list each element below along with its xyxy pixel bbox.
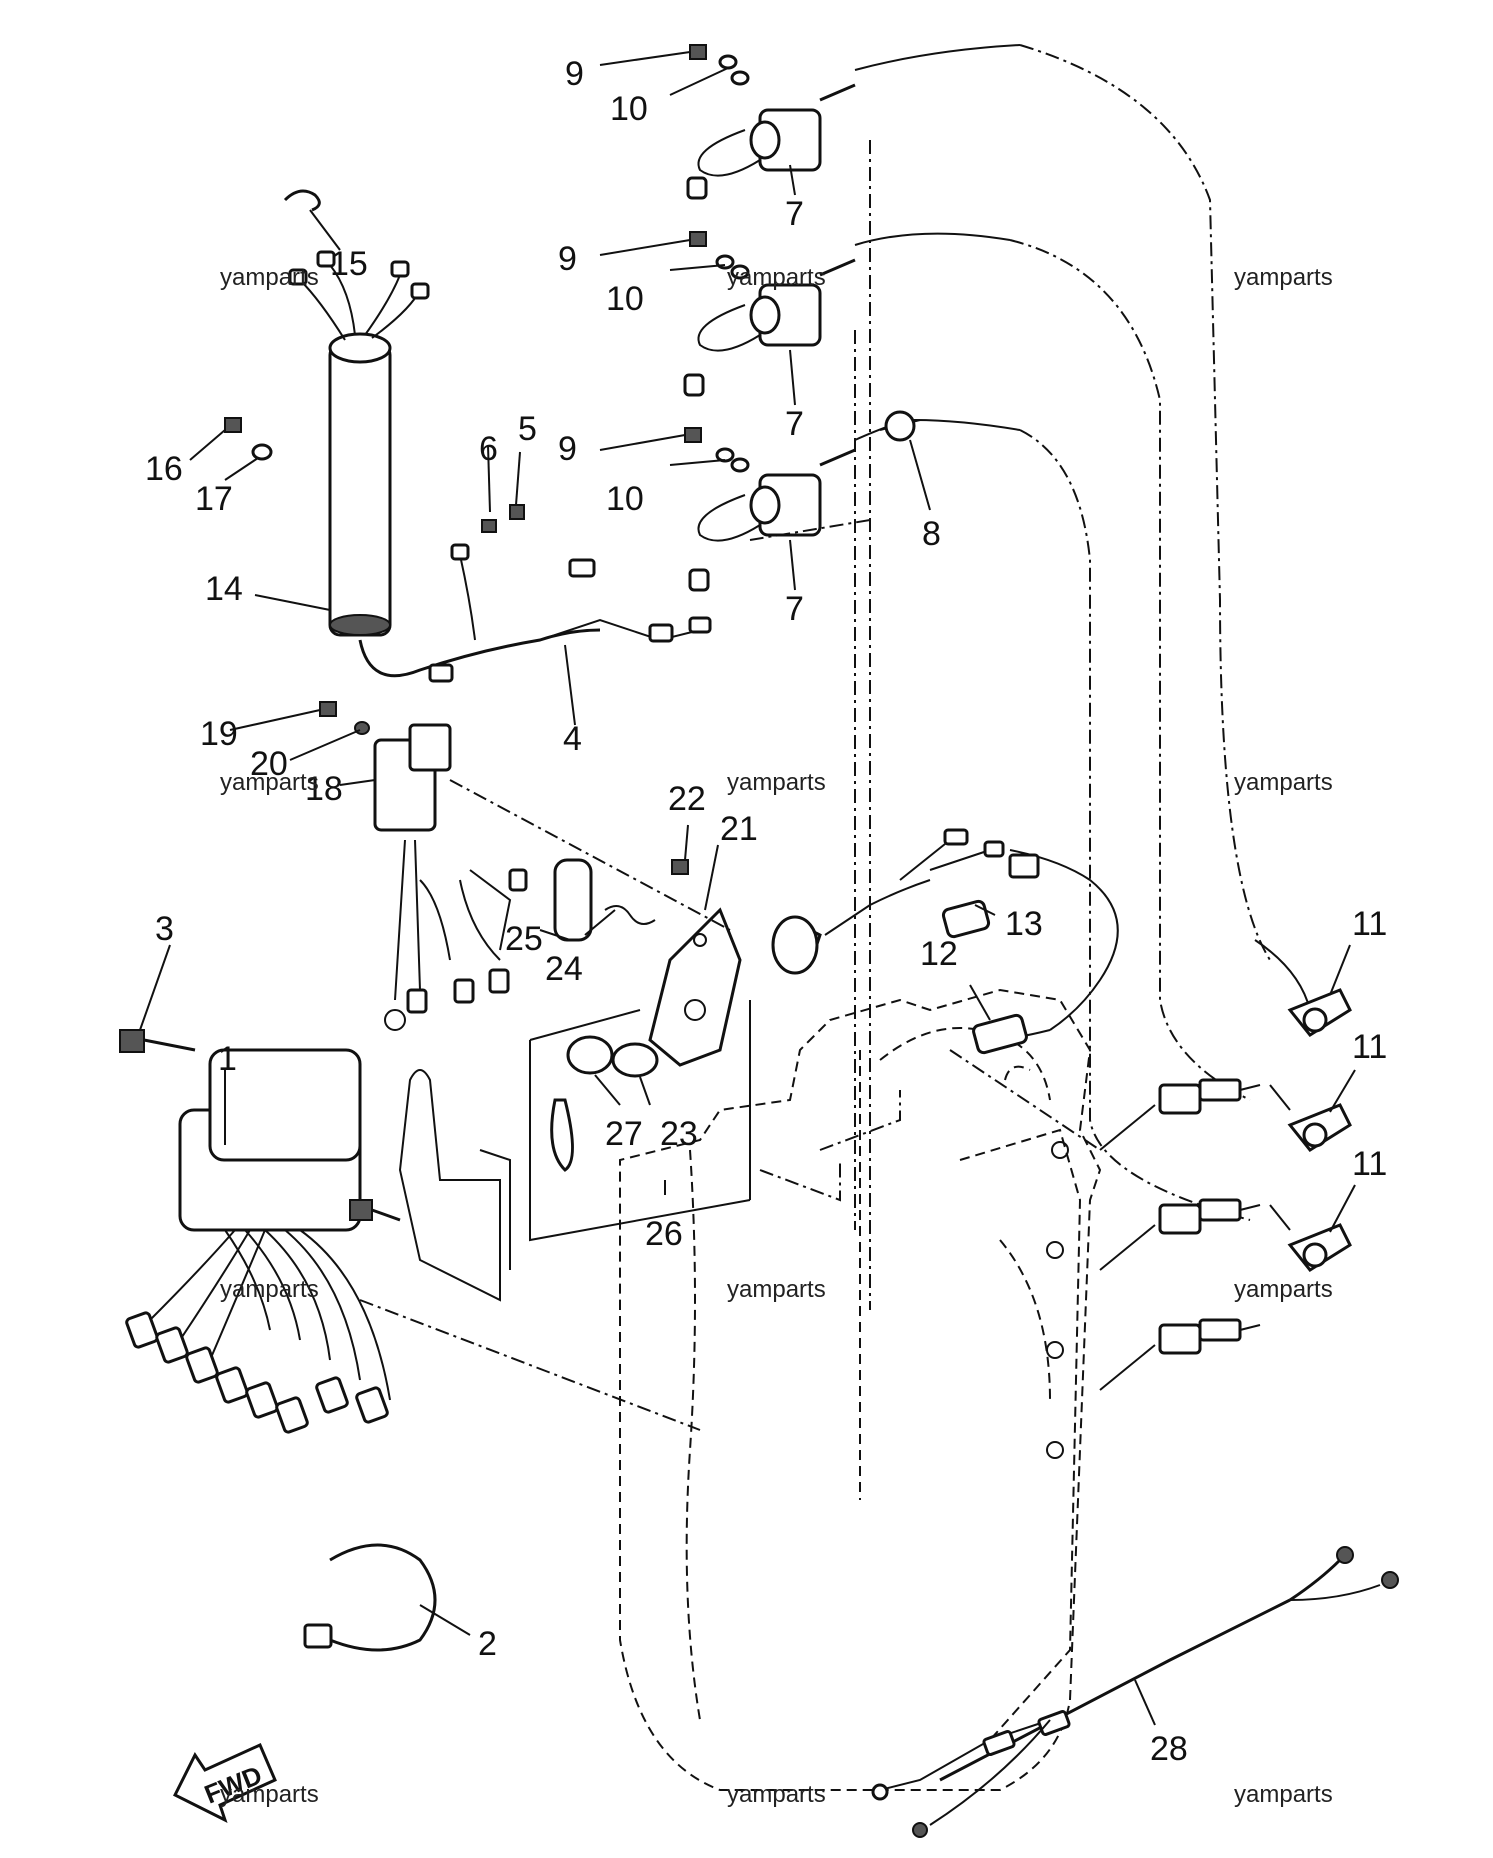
callout-5: 5 — [518, 410, 537, 448]
thermo-switch-12 — [972, 1013, 1028, 1055]
callout-25: 25 — [505, 920, 543, 958]
bolt-5 — [509, 504, 525, 520]
bolt-16 — [224, 417, 242, 433]
callout-28: 28 — [1150, 1730, 1188, 1768]
callout-3: 3 — [155, 910, 174, 948]
leader-lines — [359, 140, 1101, 1431]
rectifier-regulator — [373, 723, 528, 1031]
plug-caps — [1269, 988, 1352, 1272]
callout-9-bottom: 9 — [558, 430, 577, 468]
callout-leaders — [139, 51, 1356, 1726]
callout-4: 4 — [563, 720, 582, 758]
callout-19: 19 — [200, 715, 238, 753]
bolt-3 — [119, 1029, 196, 1053]
callout-24: 24 — [545, 950, 583, 988]
watermark: yamparts — [1234, 1276, 1333, 1303]
bracket-21 — [648, 907, 742, 1067]
ignition-coil-top — [686, 83, 856, 200]
callout-27: 27 — [605, 1115, 643, 1153]
cable-tie — [303, 1543, 437, 1652]
callout-23: 23 — [660, 1115, 698, 1153]
clip-24 — [604, 905, 656, 925]
callout-15: 15 — [330, 245, 368, 283]
watermark: yamparts — [727, 1781, 826, 1808]
watermark: yamparts — [1234, 264, 1333, 291]
watermark: yamparts — [727, 1276, 826, 1303]
grommet-23 — [611, 1042, 659, 1078]
callout-13: 13 — [1005, 905, 1043, 943]
ignition-coil-middle — [683, 258, 856, 397]
callout-1: 1 — [218, 1040, 237, 1078]
callout-11-middle: 11 — [1352, 1028, 1387, 1066]
callout-14: 14 — [205, 570, 243, 608]
callout-26: 26 — [645, 1215, 683, 1253]
callout-2: 2 — [478, 1625, 497, 1663]
grommet — [884, 410, 916, 442]
callout-18: 18 — [305, 770, 343, 808]
callout-8: 8 — [922, 515, 941, 553]
callout-9-top: 9 — [565, 55, 584, 93]
spark-plugs — [1099, 1078, 1261, 1391]
callout-11-bottom: 11 — [1352, 1145, 1387, 1183]
callout-6: 6 — [479, 430, 498, 468]
high-tension-cables — [854, 44, 1311, 1221]
thermo-switch-cable — [771, 828, 1119, 1041]
callout-12: 12 — [920, 935, 958, 973]
callout-16: 16 — [145, 450, 183, 488]
callout-11-top: 11 — [1352, 905, 1387, 943]
watermark: yamparts — [727, 769, 826, 796]
thermo-sensor-13 — [941, 899, 991, 939]
bolt-19 — [319, 701, 337, 717]
screw-22 — [671, 859, 689, 875]
mount-plate — [529, 1000, 751, 1242]
rectifier-harness — [288, 250, 712, 683]
watermark: yamparts — [220, 264, 319, 291]
washer-27 — [566, 1035, 614, 1075]
callout-20: 20 — [250, 745, 288, 783]
clip-15 — [283, 189, 321, 212]
washer-17 — [251, 443, 273, 461]
forward-arrow: FWD — [172, 1743, 277, 1823]
nut-6 — [481, 519, 497, 533]
watermark: yamparts — [727, 264, 826, 291]
watermark: yamparts — [1234, 1781, 1333, 1808]
switch-terminal — [550, 1098, 574, 1172]
callout-7-middle: 7 — [785, 405, 804, 443]
mounting-bracket — [349, 1069, 511, 1302]
watermark: yamparts — [1234, 769, 1333, 796]
cdi-unit — [125, 1048, 391, 1434]
watermark: yamparts — [220, 1781, 319, 1808]
callout-21: 21 — [720, 810, 758, 848]
extension-harness — [871, 1546, 1399, 1838]
ignition-coil-bottom — [688, 448, 856, 592]
callout-22: 22 — [668, 780, 706, 818]
callout-10-middle: 10 — [606, 280, 644, 318]
watermark: yamparts — [220, 1276, 319, 1303]
callout-9-middle: 9 — [558, 240, 577, 278]
callout-7-top: 7 — [785, 195, 804, 233]
sleeve-25 — [553, 858, 593, 942]
coil-bolts — [684, 44, 750, 473]
callout-10-top: 10 — [610, 90, 648, 128]
watermark: yamparts — [220, 769, 319, 796]
callout-17: 17 — [195, 480, 233, 518]
engine-block — [619, 988, 1102, 1791]
callout-10-bottom: 10 — [606, 480, 644, 518]
callout-7-bottom: 7 — [785, 590, 804, 628]
